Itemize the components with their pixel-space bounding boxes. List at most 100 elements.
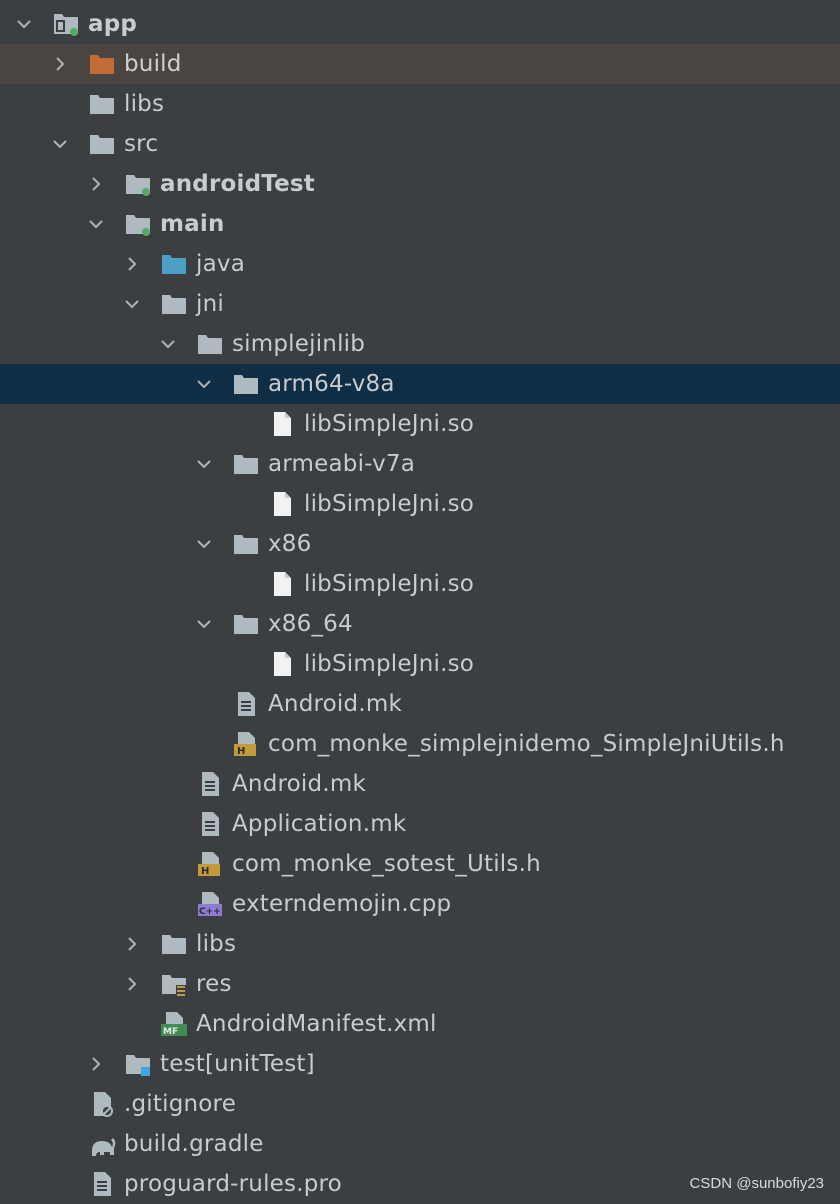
tree-item-label: AndroidManifest.xml bbox=[196, 1011, 437, 1037]
tree-item-label: build bbox=[124, 51, 182, 77]
tree-item[interactable]: x86 bbox=[0, 524, 840, 564]
tree-item[interactable]: androidTest bbox=[0, 164, 840, 204]
chevron-down-icon[interactable] bbox=[160, 336, 176, 352]
tree-item[interactable]: Application.mk bbox=[0, 804, 840, 844]
tree-item[interactable]: java bbox=[0, 244, 840, 284]
tree-item[interactable]: proguard-rules.pro bbox=[0, 1164, 840, 1204]
tree-item[interactable]: src bbox=[0, 124, 840, 164]
tree-item[interactable]: main bbox=[0, 204, 840, 244]
svg-text:MF: MF bbox=[163, 1027, 178, 1037]
folder-icon bbox=[88, 131, 116, 157]
gitignore-file-icon bbox=[88, 1091, 116, 1117]
excluded-folder-icon bbox=[88, 51, 116, 77]
svg-text:H: H bbox=[201, 866, 209, 877]
tree-item[interactable]: build bbox=[0, 44, 840, 84]
svg-text:H: H bbox=[237, 746, 245, 757]
chevron-down-icon[interactable] bbox=[52, 136, 68, 152]
tree-item[interactable]: test[unitTest] bbox=[0, 1044, 840, 1084]
tree-item[interactable]: libSimpleJni.so bbox=[0, 644, 840, 684]
tree-item[interactable]: C++ externdemojin.cpp bbox=[0, 884, 840, 924]
tree-item-label: libs bbox=[196, 931, 237, 957]
tree-item-label: res bbox=[196, 971, 232, 997]
tree-item-label: libSimpleJni.so bbox=[304, 411, 475, 437]
header-file-icon: H bbox=[232, 731, 260, 757]
tree-item-label: androidTest bbox=[160, 171, 315, 197]
tree-item[interactable]: jni bbox=[0, 284, 840, 324]
tree-item-label: .gitignore bbox=[124, 1091, 237, 1117]
tree-item-label: Android.mk bbox=[232, 771, 366, 797]
tree-item[interactable]: build.gradle bbox=[0, 1124, 840, 1164]
source-folder-icon bbox=[124, 171, 152, 197]
folder-icon bbox=[196, 331, 224, 357]
folder-icon bbox=[232, 371, 260, 397]
text-file-icon bbox=[196, 771, 224, 797]
tree-item-tag: [unitTest] bbox=[204, 1051, 315, 1077]
chevron-down-icon[interactable] bbox=[196, 616, 212, 632]
file-icon bbox=[268, 411, 296, 437]
test-folder-icon bbox=[124, 1051, 152, 1077]
tree-item-label: libs bbox=[124, 91, 165, 117]
tree-item[interactable]: libSimpleJni.so bbox=[0, 484, 840, 524]
header-file-icon: H bbox=[196, 851, 224, 877]
tree-item[interactable]: simplejinlib bbox=[0, 324, 840, 364]
file-icon bbox=[268, 491, 296, 517]
tree-item[interactable]: libs bbox=[0, 924, 840, 964]
tree-item-label: src bbox=[124, 131, 159, 157]
tree-item-label: libSimpleJni.so bbox=[304, 491, 475, 517]
watermark: CSDN @sunbofiy23 bbox=[689, 1175, 824, 1192]
tree-item[interactable]: x86_64 bbox=[0, 604, 840, 644]
tree-item[interactable]: libs bbox=[0, 84, 840, 124]
tree-item-label: Application.mk bbox=[232, 811, 407, 837]
tree-item[interactable]: libSimpleJni.so bbox=[0, 404, 840, 444]
cpp-file-icon: C++ bbox=[196, 891, 224, 917]
chevron-down-icon[interactable] bbox=[196, 456, 212, 472]
tree-item-label: x86_64 bbox=[268, 611, 353, 637]
tree-item-label: libSimpleJni.so bbox=[304, 571, 475, 597]
tree-item[interactable]: MF AndroidManifest.xml bbox=[0, 1004, 840, 1044]
tree-item[interactable]: armeabi-v7a bbox=[0, 444, 840, 484]
chevron-right-icon[interactable] bbox=[124, 256, 140, 272]
chevron-down-icon[interactable] bbox=[196, 536, 212, 552]
tree-item-label: jni bbox=[196, 291, 224, 317]
chevron-right-icon[interactable] bbox=[124, 976, 140, 992]
gradle-icon bbox=[88, 1131, 116, 1157]
tree-item[interactable]: arm64-v8a bbox=[0, 364, 840, 404]
module-folder-icon bbox=[52, 11, 80, 37]
tree-item-label: com_monke_simplejnidemo_SimpleJniUtils.h bbox=[268, 731, 785, 757]
folder-icon bbox=[160, 291, 188, 317]
tree-item[interactable]: Android.mk bbox=[0, 684, 840, 724]
chevron-right-icon[interactable] bbox=[88, 176, 104, 192]
chevron-down-icon[interactable] bbox=[196, 376, 212, 392]
resource-folder-icon bbox=[160, 971, 188, 997]
tree-item-label: main bbox=[160, 211, 225, 237]
tree-item[interactable]: Android.mk bbox=[0, 764, 840, 804]
text-file-icon bbox=[88, 1171, 116, 1197]
folder-icon bbox=[232, 531, 260, 557]
tree-item[interactable]: res bbox=[0, 964, 840, 1004]
tree-item-label: armeabi-v7a bbox=[268, 451, 416, 477]
chevron-down-icon[interactable] bbox=[16, 16, 32, 32]
chevron-down-icon[interactable] bbox=[88, 216, 104, 232]
svg-text:C++: C++ bbox=[199, 907, 221, 917]
tree-item-label: build.gradle bbox=[124, 1131, 264, 1157]
chevron-down-icon[interactable] bbox=[124, 296, 140, 312]
tree-item[interactable]: .gitignore bbox=[0, 1084, 840, 1124]
source-folder-icon bbox=[124, 211, 152, 237]
java-source-folder-icon bbox=[160, 251, 188, 277]
tree-item-label: libSimpleJni.so bbox=[304, 651, 475, 677]
tree-item-label: app bbox=[88, 11, 138, 37]
tree-item-label: arm64-v8a bbox=[268, 371, 395, 397]
manifest-file-icon: MF bbox=[160, 1011, 188, 1037]
tree-item-label: x86 bbox=[268, 531, 312, 557]
file-icon bbox=[268, 571, 296, 597]
chevron-right-icon[interactable] bbox=[52, 56, 68, 72]
chevron-right-icon[interactable] bbox=[88, 1056, 104, 1072]
tree-item-label: java bbox=[196, 251, 245, 277]
tree-item-label: externdemojin.cpp bbox=[232, 891, 452, 917]
tree-item[interactable]: app bbox=[0, 4, 840, 44]
tree-item[interactable]: libSimpleJni.so bbox=[0, 564, 840, 604]
chevron-right-icon[interactable] bbox=[124, 936, 140, 952]
